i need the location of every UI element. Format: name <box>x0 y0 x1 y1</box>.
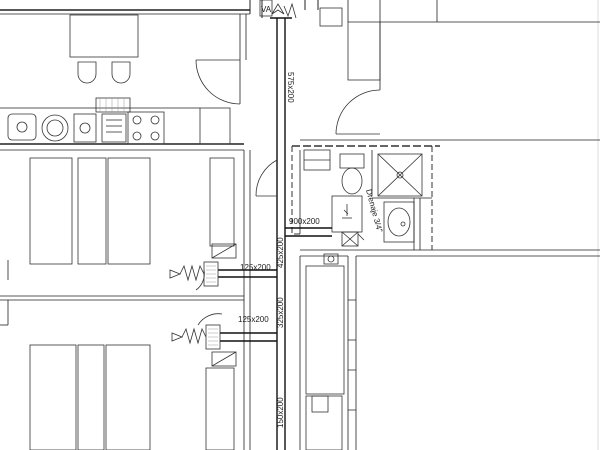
duct-label-125x200-lower: 125x200 <box>238 315 269 324</box>
cooktop <box>127 111 165 145</box>
diffuser-top-icon <box>271 2 297 19</box>
kitchen-counter <box>0 107 251 450</box>
diffuser-lower-icon <box>171 327 207 345</box>
diffuser-upper-icon <box>169 264 205 282</box>
grille-box-mid <box>211 243 237 259</box>
top-cabinet <box>347 21 381 81</box>
va-tag-box <box>259 0 273 17</box>
extractor-unit <box>331 195 363 247</box>
top-room-walls <box>0 0 600 60</box>
duct-label-425x200: 425x200 <box>276 237 285 268</box>
va-tag-label: VA <box>261 5 272 14</box>
chair-left <box>77 61 97 84</box>
branch-duct-lower <box>205 324 277 350</box>
counter-drawer <box>101 113 127 143</box>
wardrobe-lower <box>205 367 235 450</box>
bed-lower-right <box>105 344 151 450</box>
bathroom-dashed-outline <box>291 145 440 250</box>
counter-box <box>73 113 97 143</box>
grille-box-lower <box>211 351 237 367</box>
branch-lower-arc <box>197 313 223 326</box>
duct-label-900x200: 900x200 <box>289 217 320 226</box>
bed-lower-center <box>77 344 105 450</box>
chair-right <box>111 61 131 84</box>
duct-label-125x200-upper: 125x200 <box>240 263 271 272</box>
right-lower-walls <box>300 249 600 450</box>
washbasin <box>383 201 415 243</box>
duct-label-150x200: 150x200 <box>276 397 285 428</box>
door-swing-right <box>335 89 381 135</box>
counter-end-cabinet <box>199 107 231 145</box>
wall-ticks <box>348 299 356 411</box>
horizontal-duct-900x200 <box>285 227 332 237</box>
dining-table <box>69 14 139 58</box>
bed-center <box>77 157 107 265</box>
corridor-fixture-lower <box>311 395 329 413</box>
kitchen-sink <box>7 113 37 141</box>
duct-label-575x200: 575x200 <box>286 72 295 103</box>
radiator-unit <box>95 97 131 113</box>
bed-right <box>107 157 151 265</box>
corridor-cabinet <box>305 265 345 395</box>
bed-lower-left <box>29 344 77 450</box>
toilet <box>339 153 365 195</box>
door-swing-top <box>195 59 241 105</box>
duct-label-325x200: 325x200 <box>276 297 285 328</box>
shower-tray <box>377 153 423 197</box>
drainage-note: Drenaje 3/4" <box>364 188 384 233</box>
door-swing-mid <box>255 159 278 197</box>
corridor-fixture <box>323 253 339 265</box>
drainage-leader <box>357 233 365 241</box>
corridor-cabinet-lower <box>305 395 343 450</box>
vertical-duct <box>270 17 292 450</box>
top-fixture-box <box>319 7 343 27</box>
wardrobe-mid <box>209 157 235 247</box>
washer-drum <box>41 114 69 142</box>
branch-upper-arc <box>195 269 205 291</box>
sink-drain-icon <box>16 121 28 133</box>
bed-left <box>29 157 73 265</box>
